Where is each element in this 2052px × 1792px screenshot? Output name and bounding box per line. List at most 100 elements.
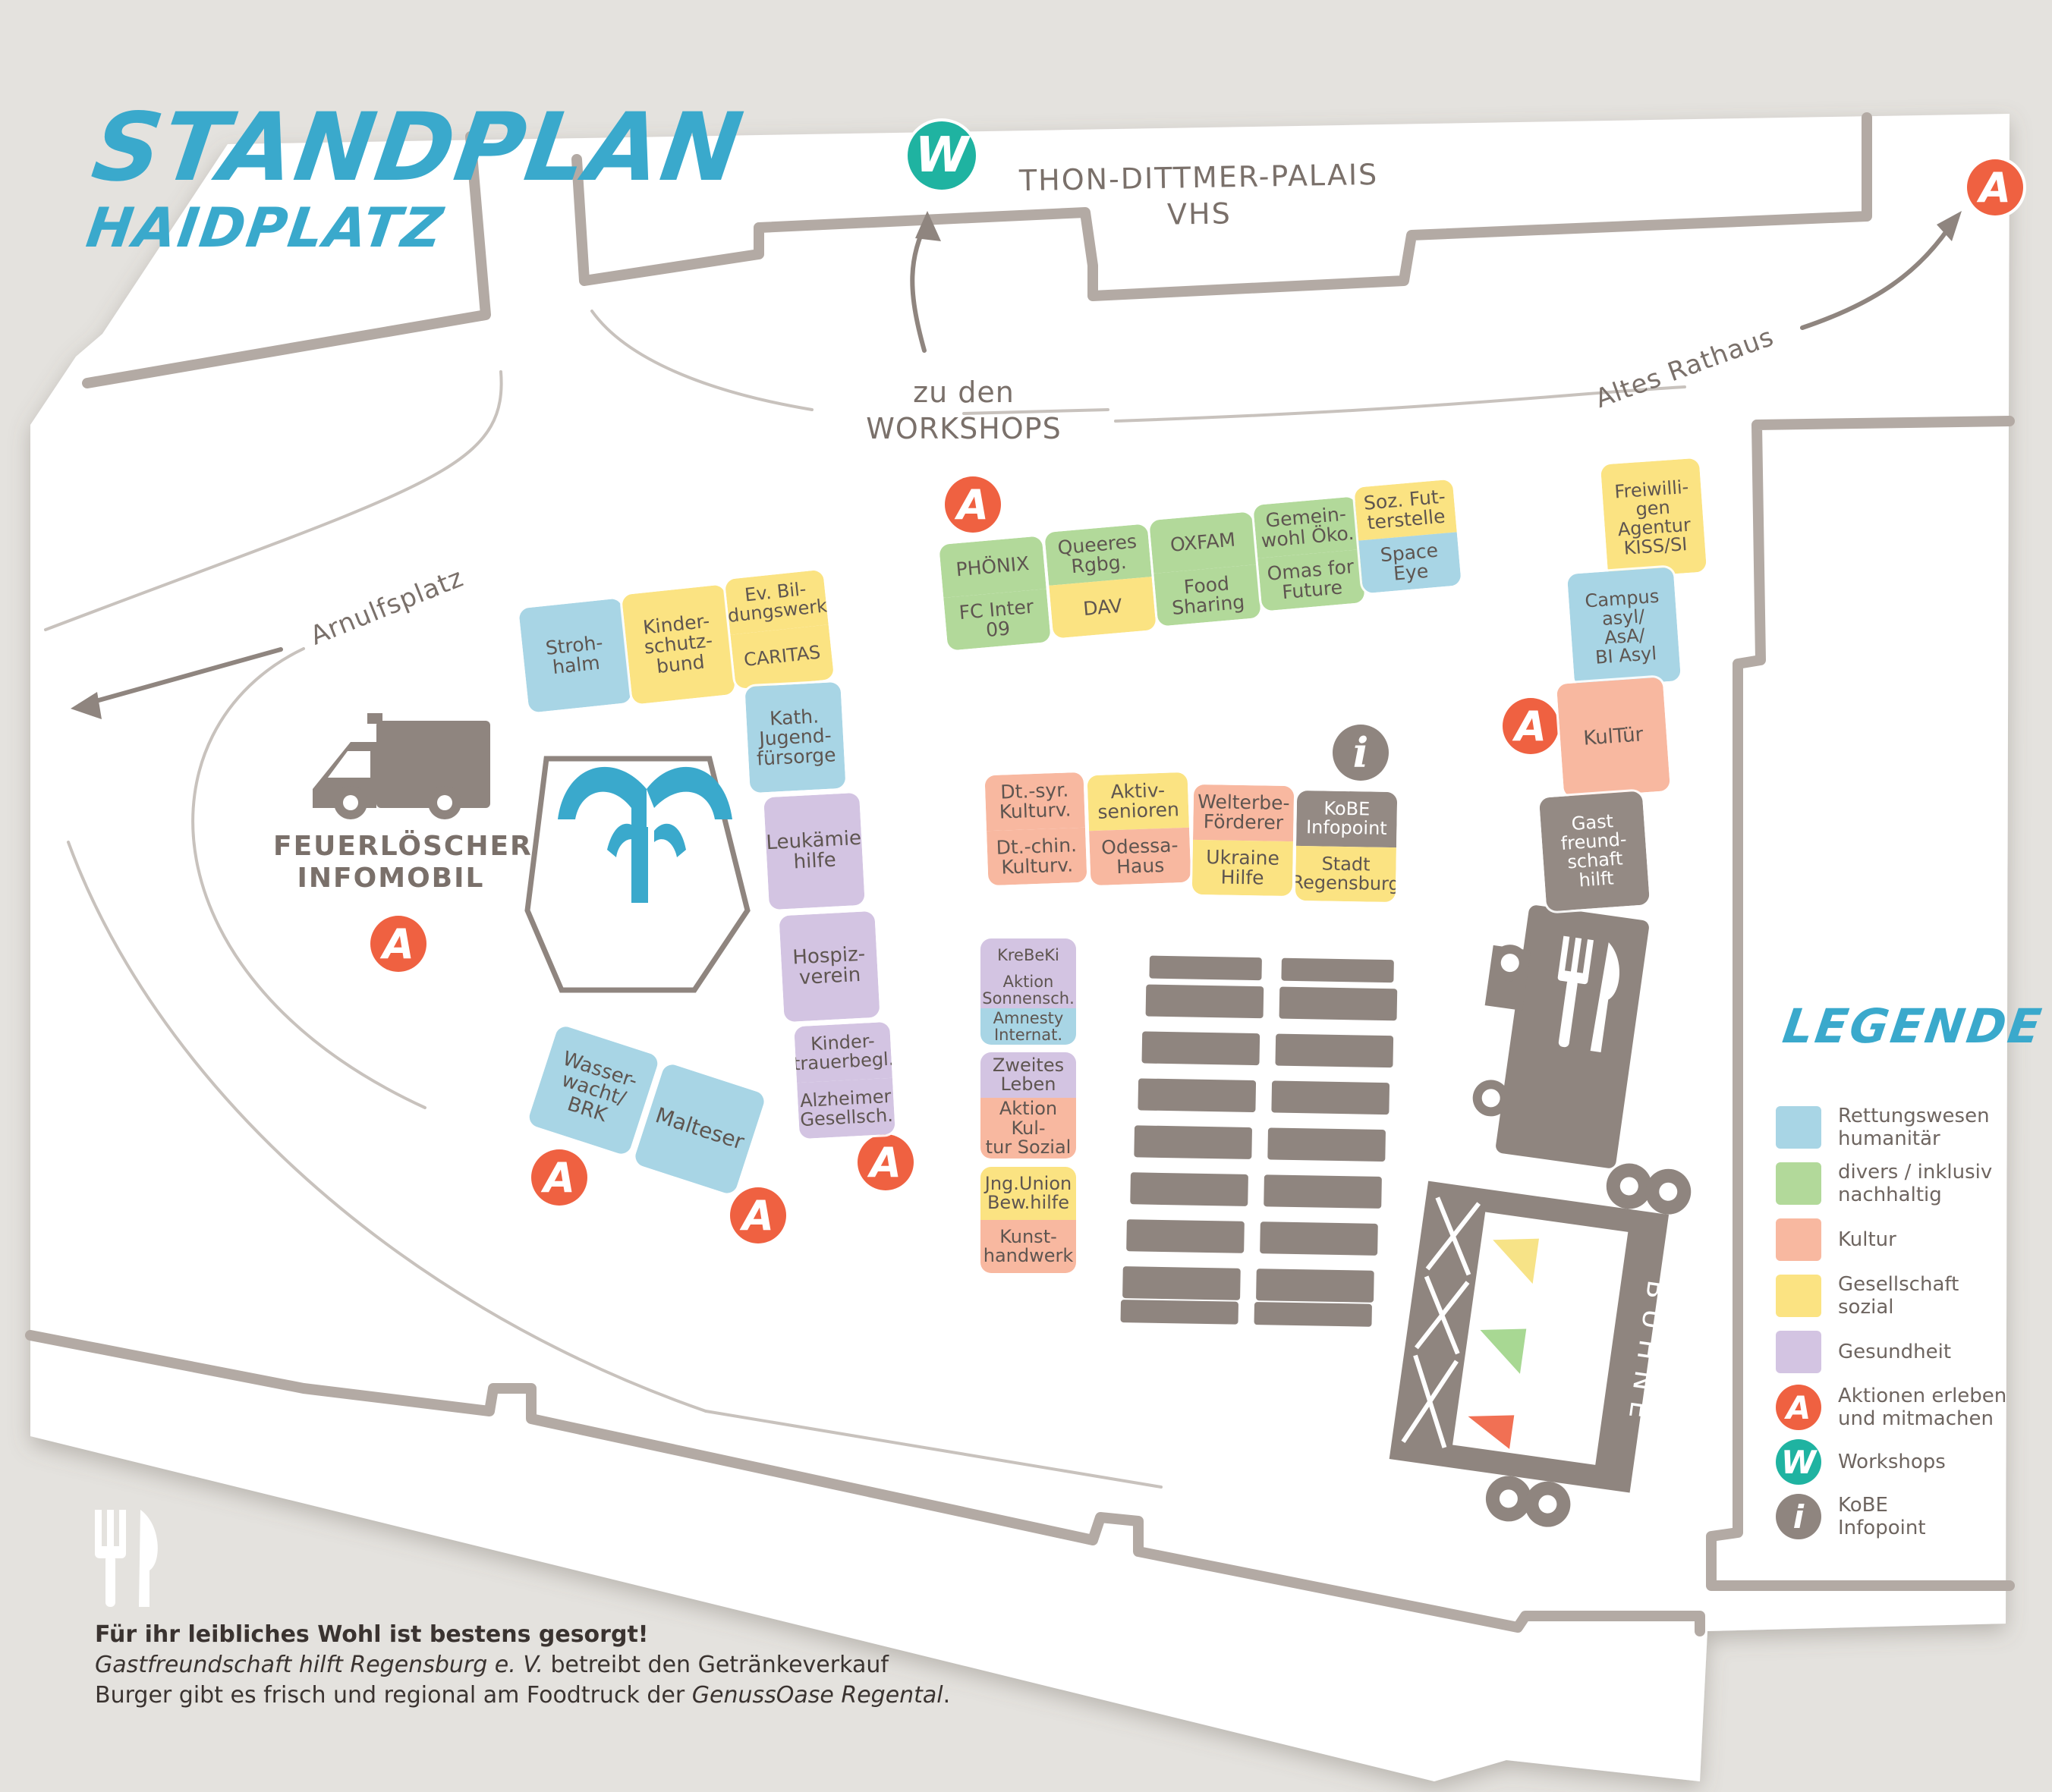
bench-area bbox=[1120, 955, 1398, 1327]
action-badge[interactable]: A bbox=[858, 1134, 914, 1190]
legend-label: Gesundheit bbox=[1838, 1341, 1952, 1363]
legend-label: Aktionen erleben und mitmachen bbox=[1838, 1385, 2007, 1430]
action-badge[interactable]: A bbox=[370, 916, 426, 972]
stall-freiwilligen-agentur[interactable]: Freiwilli- gen Agentur KISS/SI bbox=[1600, 457, 1707, 579]
label-workshops: zu den WORKSHOPS bbox=[866, 376, 1062, 445]
footer-line1-italic: Gastfreundschaft hilft Regensburg e. V. bbox=[95, 1652, 543, 1678]
legend-title: LEGENDE bbox=[1779, 998, 2047, 1054]
footer-line2-italic: GenussOase Regental bbox=[691, 1682, 943, 1709]
stall-label: Zweites Leben bbox=[980, 1052, 1076, 1099]
action-badge[interactable]: A bbox=[531, 1149, 587, 1206]
legend-item: Rettungswesen humanitär bbox=[1776, 1099, 2034, 1155]
stall-label: Kinder- trauerbegl. bbox=[794, 1021, 895, 1083]
stall-label: CARITAS bbox=[730, 624, 835, 690]
footer-line1-rest: betreibt den Getränkeverkauf bbox=[543, 1652, 889, 1678]
stall-label: Amnesty Internat. bbox=[980, 1008, 1076, 1045]
stall-label: Gast freund- schaft hilft bbox=[1538, 791, 1651, 912]
label-infomobil: FEUERLÖSCHER INFOMOBIL bbox=[273, 831, 533, 894]
action-badge[interactable]: A bbox=[1503, 698, 1559, 754]
stall-kinderschutzbund[interactable]: Kinder- schutz- bund bbox=[621, 584, 736, 705]
stall-label: Queeres Rgbg. bbox=[1044, 523, 1152, 586]
stall-kultuer[interactable]: KulTür bbox=[1556, 677, 1671, 798]
stall-label: Aktion Sonnensch. bbox=[980, 971, 1076, 1008]
legend-swatch bbox=[1776, 1106, 1821, 1149]
stall-label: Soz. Fut- terstelle bbox=[1354, 479, 1457, 541]
stall-label: Stroh- halm bbox=[518, 598, 632, 713]
action-badge[interactable]: A bbox=[945, 476, 1001, 533]
stall-hospizverein[interactable]: Hospiz- verein bbox=[779, 910, 880, 1023]
stall-label: Space Eye bbox=[1358, 532, 1462, 594]
stall-kath-jugendfuersorge[interactable]: Kath. Jugend- fürsorge bbox=[744, 681, 846, 794]
stall-label: Ukraine Hilfe bbox=[1191, 839, 1293, 897]
legend: LEGENDE Rettungswesen humanitär divers / … bbox=[1776, 998, 2047, 1544]
stall-label: Stadt Regensburg bbox=[1295, 845, 1397, 903]
stall-label: Alzheimer Gesellsch. bbox=[797, 1077, 895, 1140]
legend-swatch bbox=[1776, 1275, 1821, 1317]
stall-label: KreBeKi bbox=[980, 938, 1076, 972]
stall-label: Food Sharing bbox=[1153, 564, 1261, 627]
footer-line2: Burger gibt es frisch und regional am Fo… bbox=[95, 1680, 1157, 1711]
title-line2: HAIDPLATZ bbox=[82, 196, 448, 259]
arrow-heads bbox=[71, 211, 1962, 719]
footer-line2-post: . bbox=[943, 1682, 951, 1709]
legend-label: KoBE Infopoint bbox=[1838, 1494, 1926, 1539]
legend-item: divers / inklusiv nachhaltig bbox=[1776, 1155, 2034, 1212]
legend-label: divers / inklusiv nachhaltig bbox=[1838, 1161, 1993, 1206]
stall-strohhalm[interactable]: Stroh- halm bbox=[518, 598, 632, 713]
legend-badge-icon: i bbox=[1776, 1494, 1821, 1539]
stall-kindertrauerbegl[interactable]: Kinder- trauerbegl.Alzheimer Gesellsch. bbox=[794, 1021, 895, 1140]
stall-campus-asyl[interactable]: Campus asyl/ AsA/ BI Asyl bbox=[1566, 567, 1682, 688]
legend-swatch bbox=[1776, 1218, 1821, 1261]
stall-label: Dt.-syr. Kulturv. bbox=[984, 772, 1085, 831]
stall-label: Freiwilli- gen Agentur KISS/SI bbox=[1600, 457, 1707, 579]
stall-dt-syr-kulturv[interactable]: Dt.-syr. Kulturv.Dt.-chin. Kulturv. bbox=[984, 772, 1087, 886]
action-badge[interactable]: A bbox=[1967, 159, 2023, 215]
fountain-icon bbox=[524, 756, 751, 993]
legend-swatch bbox=[1776, 1331, 1821, 1373]
stall-gemeinwohl[interactable]: Gemein- wohl Öko.Omas for Future bbox=[1253, 496, 1365, 611]
stall-label: Leukämie hilfe bbox=[763, 792, 865, 910]
stall-label: Kunst- handwerk bbox=[980, 1220, 1076, 1273]
stall-leukaemiehilfe[interactable]: Leukämie hilfe bbox=[763, 792, 865, 910]
stall-queeres-rgbg[interactable]: Queeres Rgbg.DAV bbox=[1044, 523, 1157, 639]
infopoint-badge[interactable]: i bbox=[1333, 725, 1389, 781]
footer-line1: Gastfreundschaft hilft Regensburg e. V. … bbox=[95, 1650, 1157, 1680]
legend-label: Rettungswesen humanitär bbox=[1838, 1105, 1990, 1150]
legend-swatch bbox=[1776, 1162, 1821, 1205]
legend-badge-icon: A bbox=[1776, 1385, 1821, 1430]
legend-item: i KoBE Infopoint bbox=[1776, 1489, 2034, 1544]
legend-label: Workshops bbox=[1838, 1451, 1946, 1473]
action-badge[interactable]: A bbox=[730, 1187, 786, 1243]
legend-item: A Aktionen erleben und mitmachen bbox=[1776, 1380, 2034, 1435]
stall-gastfreundschaft[interactable]: Gast freund- schaft hilft bbox=[1538, 791, 1651, 912]
legend-label: Gesellschaft sozial bbox=[1838, 1273, 1959, 1319]
stall-label: Campus asyl/ AsA/ BI Asyl bbox=[1566, 567, 1682, 688]
stall-label: Omas for Future bbox=[1257, 549, 1365, 611]
stall-label: PHÖNIX bbox=[939, 536, 1046, 598]
title-line1: STANDPLAN bbox=[86, 93, 751, 203]
workshops-badge[interactable]: W bbox=[908, 121, 976, 190]
cutlery-icon bbox=[95, 1510, 158, 1607]
stall-label: Kath. Jugend- fürsorge bbox=[744, 681, 846, 794]
path-lines bbox=[44, 310, 1686, 1489]
stall-label: Aktiv- senioren bbox=[1087, 772, 1189, 831]
legend-badge-icon: W bbox=[1776, 1439, 1821, 1485]
stall-label: DAV bbox=[1049, 577, 1157, 639]
map-title: STANDPLAN HAIDPLATZ bbox=[78, 93, 751, 259]
stall-label: FC Inter 09 bbox=[943, 589, 1051, 651]
footer-line2-pre: Burger gibt es frisch und regional am Fo… bbox=[95, 1682, 692, 1709]
legend-item: Gesellschaft sozial bbox=[1776, 1268, 2034, 1324]
stall-label: Ev. Bil- dungswerk bbox=[724, 569, 829, 635]
legend-item: W Workshops bbox=[1776, 1435, 2034, 1489]
